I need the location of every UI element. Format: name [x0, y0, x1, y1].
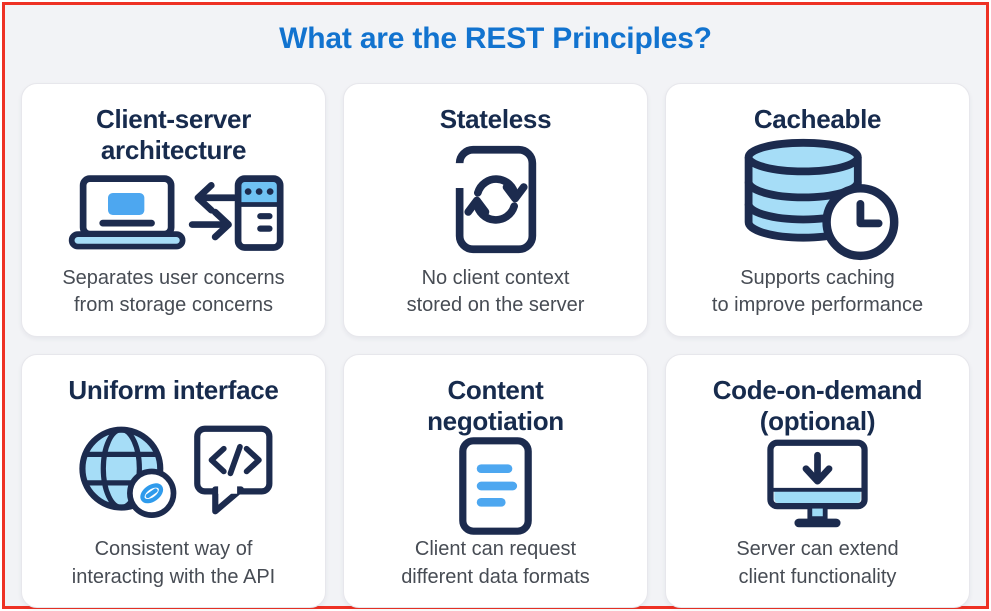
icon-wrap: [72, 406, 276, 537]
globe-link-code-bubble-icon: [78, 426, 272, 519]
card-description: Separates user concerns from storage con…: [62, 266, 285, 317]
card-description: No client context stored on the server: [406, 266, 585, 317]
card-description: Consistent way of interacting with the A…: [71, 538, 276, 588]
card-title: Uniform interface: [68, 374, 279, 405]
icon-wrap: [757, 436, 878, 536]
card-title: Cacheable: [753, 104, 882, 134]
card-cacheable: Cacheable Supports caching to improve pe…: [665, 83, 970, 337]
card-content-negotiation: Content negotiation Client can request d…: [343, 353, 648, 609]
monitor-download-icon: [767, 439, 868, 528]
card-code-on-demand: Code-on-demand (optional) Server can ext…: [665, 353, 970, 609]
card-client-server: Client-server architecture: [21, 83, 326, 337]
database-clock-icon: [744, 138, 899, 260]
document-refresh-icon: [451, 146, 536, 254]
laptop-sync-server-icon: [68, 175, 284, 251]
card-title: Content negotiation: [427, 374, 564, 436]
icon-wrap: [733, 135, 902, 265]
card-title: Client-server architecture: [95, 104, 252, 165]
principles-grid: Client-server architecture: [21, 83, 970, 609]
document-lines-icon: [459, 437, 532, 536]
card-title: Code-on-demand (optional): [712, 374, 923, 436]
icon-wrap: [64, 165, 284, 264]
page-title: What are the REST Principles?: [279, 22, 712, 55]
card-description: Client can request different data format…: [401, 538, 590, 588]
card-description: Supports caching to improve performance: [711, 266, 924, 317]
card-stateless: Stateless No client context stored on th…: [343, 83, 648, 337]
card-description: Server can extend client functionality: [736, 538, 899, 588]
card-title: Stateless: [439, 104, 552, 134]
icon-wrap: [455, 436, 536, 536]
icon-wrap: [450, 135, 542, 265]
card-uniform-interface: Uniform interface: [21, 353, 326, 609]
